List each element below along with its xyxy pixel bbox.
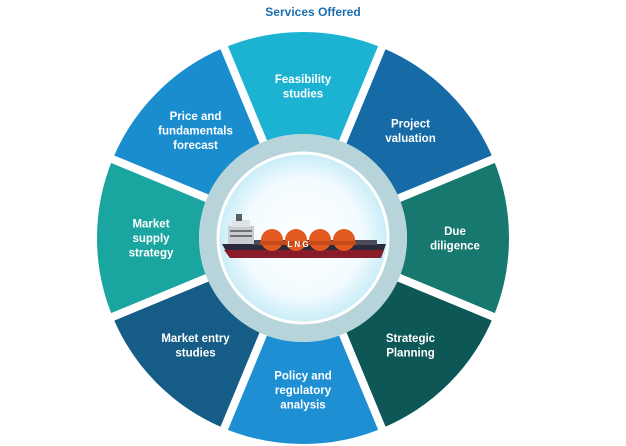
lng-ship-icon: L N G bbox=[222, 214, 386, 258]
ship-lng-text: L N G bbox=[287, 240, 308, 249]
diagram-title: Services Offered bbox=[265, 5, 361, 19]
